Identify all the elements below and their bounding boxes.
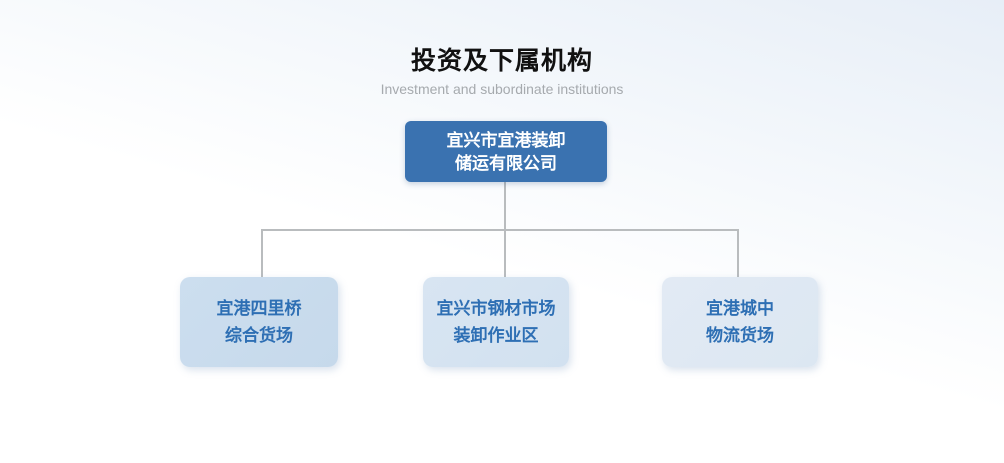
org-node-child-1-label-line1: 宜港四里桥 bbox=[216, 299, 302, 318]
org-node-child-1-label-line2: 综合货场 bbox=[225, 326, 293, 345]
connector-vertical-right bbox=[737, 229, 739, 277]
org-node-child-3-label-line1: 宜港城中 bbox=[706, 299, 774, 318]
org-node-root: 宜兴市宜港装卸 储运有限公司 bbox=[405, 121, 607, 182]
org-node-child-2-label-line1: 宜兴市钢材市场 bbox=[436, 299, 556, 318]
connector-horizontal bbox=[261, 229, 739, 231]
org-node-child-3-label-line2: 物流货场 bbox=[706, 326, 774, 345]
section-header: 投资及下属机构 Investment and subordinate insti… bbox=[0, 46, 1004, 97]
connector-vertical-left bbox=[261, 229, 263, 278]
org-node-child-1: 宜港四里桥 综合货场 bbox=[180, 277, 338, 367]
page-title: 投资及下属机构 bbox=[410, 47, 593, 75]
org-node-root-label-line2: 储运有限公司 bbox=[455, 153, 557, 173]
page-subtitle: Investment and subordinate institutions bbox=[380, 81, 624, 97]
org-node-child-2: 宜兴市钢材市场 装卸作业区 bbox=[423, 277, 569, 367]
org-node-root-label-line1: 宜兴市宜港装卸 bbox=[446, 130, 566, 150]
org-node-child-3: 宜港城中 物流货场 bbox=[662, 277, 818, 367]
org-node-child-2-label-line2: 装卸作业区 bbox=[453, 326, 539, 345]
